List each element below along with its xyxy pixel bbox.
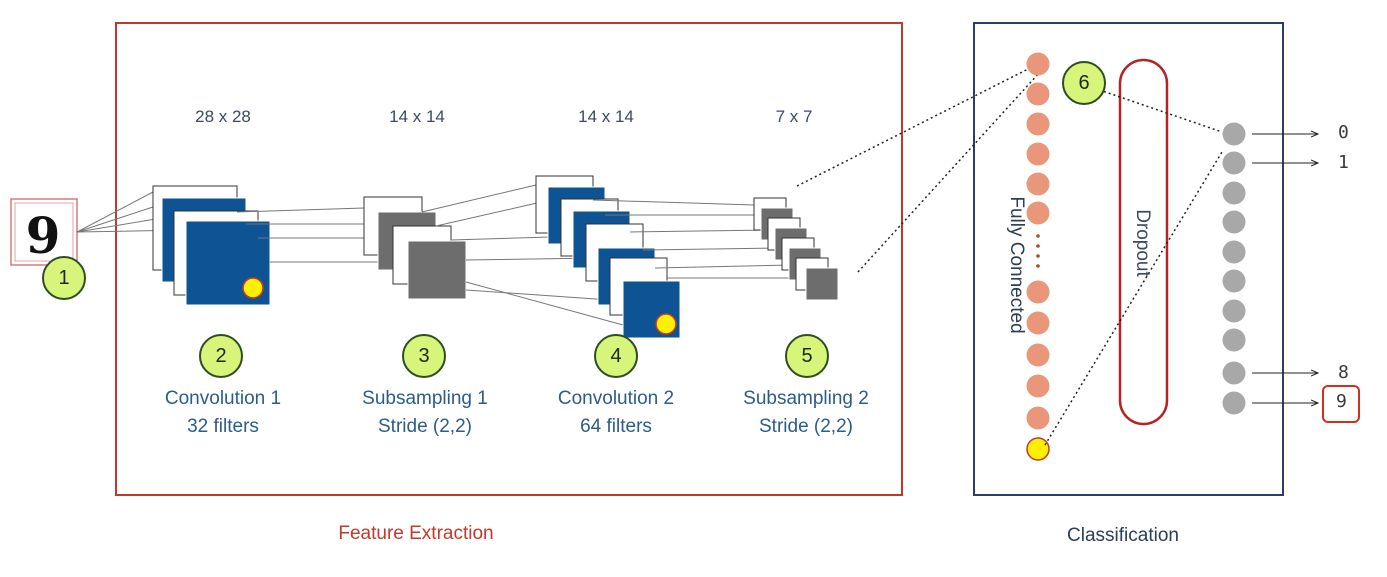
sub2-to-fc-connections (796, 67, 1041, 273)
conv1-feature-maps (152, 185, 271, 306)
fc-node (1026, 406, 1050, 430)
step-2-badge: 2 (199, 334, 243, 378)
sub1-detail: Stride (2,2) (378, 416, 472, 437)
feature-extraction-label: Feature Extraction (338, 523, 494, 544)
fc-node (1026, 201, 1050, 225)
sub1-feature-maps (363, 196, 467, 300)
step-1-badge: 1 (42, 256, 86, 300)
output-node (1222, 328, 1246, 352)
fc-to-output-connections (1044, 84, 1223, 446)
predicted-output-highlight (1322, 385, 1360, 423)
fc-highlight-node (1026, 437, 1050, 461)
output-node (1222, 122, 1246, 146)
sub1-description: Subsampling 1 Stride (2,2) (350, 385, 500, 441)
output-node (1222, 391, 1246, 415)
fc-node (1026, 311, 1050, 335)
output-arrows (1252, 134, 1318, 403)
fc-node (1026, 280, 1050, 304)
output-node (1222, 151, 1246, 175)
output-label-8: 8 (1338, 362, 1349, 383)
sub2-title: Subsampling 2 (743, 388, 869, 409)
output-node (1222, 210, 1246, 234)
input-image: 9 (10, 198, 78, 266)
conv1-title: Convolution 1 (164, 388, 282, 409)
conv1-highlight-dot (242, 277, 264, 299)
output-node (1222, 299, 1246, 323)
feature-extraction-frame (115, 22, 903, 496)
fc-nodes (1026, 52, 1050, 461)
classification-label: Classification (1067, 525, 1179, 546)
sub2-description: Subsampling 2 Stride (2,2) (731, 385, 881, 441)
fc-ellipsis-dot (1036, 264, 1040, 268)
fc-node (1026, 52, 1050, 76)
fc-node (1026, 343, 1050, 367)
fully-connected-label: Fully Connected (1006, 196, 1027, 334)
output-label-0: 0 (1338, 122, 1349, 143)
fc-ellipsis-dot (1036, 254, 1040, 258)
output-node (1222, 361, 1246, 385)
sub1-size-label: 14 x 14 (389, 107, 445, 126)
conv2-highlight-dot (655, 313, 677, 335)
output-label-1: 1 (1338, 152, 1349, 173)
dropout-label: Dropout (1132, 209, 1153, 277)
output-nodes (1222, 122, 1246, 415)
conv1-description: Convolution 1 32 filters (148, 385, 298, 441)
conv2-feature-maps (535, 175, 681, 339)
input-digit: 9 (26, 206, 61, 265)
output-node (1222, 181, 1246, 205)
conv2-size-label: 14 x 14 (578, 107, 634, 126)
fc-node (1026, 142, 1050, 166)
sub2-size-label: 7 x 7 (775, 107, 813, 126)
step-4-badge: 4 (594, 334, 638, 378)
fc-node (1026, 82, 1050, 106)
sub2-detail: Stride (2,2) (759, 416, 853, 437)
fc-node (1026, 112, 1050, 136)
output-node (1222, 269, 1246, 293)
output-label-9: 9 (1336, 391, 1347, 412)
output-node (1222, 240, 1246, 264)
conv2-description: Convolution 2 64 filters (541, 385, 691, 441)
conv2-detail: 64 filters (580, 416, 652, 437)
fc-node (1026, 172, 1050, 196)
conv2-title: Convolution 2 (557, 388, 675, 409)
input-connections (76, 191, 187, 233)
conv2-to-sub2-connections (592, 199, 806, 279)
step-3-badge: 3 (402, 334, 446, 378)
conv1-detail: 32 filters (187, 416, 259, 437)
fc-ellipsis-dot (1036, 234, 1040, 238)
sub2-feature-maps (753, 197, 839, 301)
conv1-size-label: 28 x 28 (195, 107, 251, 126)
step-6-badge: 6 (1062, 61, 1106, 105)
fc-ellipsis-dot (1036, 244, 1040, 248)
step-5-badge: 5 (785, 334, 829, 378)
classification-frame (973, 22, 1284, 496)
sub1-title: Subsampling 1 (362, 388, 488, 409)
fc-node (1026, 374, 1050, 398)
